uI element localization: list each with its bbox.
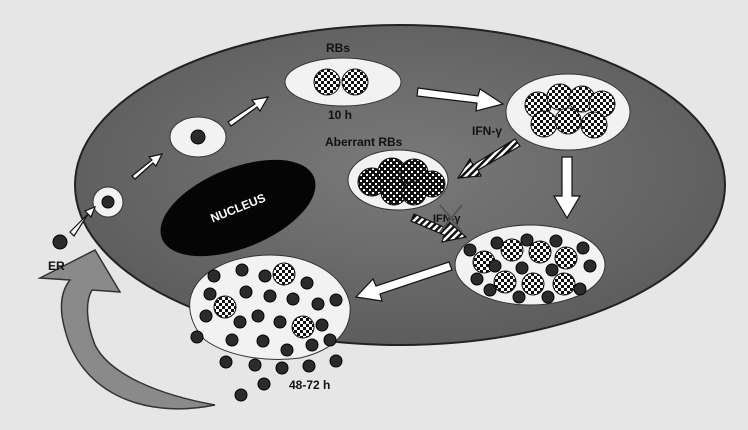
arrow-replication-to-late [552,156,582,220]
reb-8 [286,292,300,306]
aberrant-rbs-label: Aberrant RBs [325,135,403,149]
leb-9 [583,259,597,273]
leb-7 [515,261,529,275]
arrow-er-to-vacuole [69,205,97,237]
release-ebs [190,263,343,402]
late-inclusion-rbs [472,238,578,296]
reb-20 [305,338,319,352]
curved-return-arrow [37,249,216,410]
lrb-7 [552,272,576,296]
leb-4 [549,234,563,248]
reb-16 [190,330,204,344]
reb-13 [251,309,265,323]
early-eb [190,129,206,145]
reb-6 [239,285,253,299]
er-label: ER [48,259,65,273]
reb-10 [329,293,343,307]
reb-15 [315,318,329,332]
rrl-1 [213,295,237,319]
rrb-6 [554,107,582,135]
leb-10 [470,272,484,286]
time-48-72h-label: 48-72 h [289,378,330,392]
arrow-vacuole-to-early [131,153,164,180]
arrow-early-to-rbs [227,96,270,127]
reb-out-3 [275,361,289,375]
rrb-5 [530,110,558,138]
release-rbs [213,262,315,339]
rrl-3 [291,315,315,339]
entry-eb-1 [101,195,115,209]
time-10h-label: 10 h [328,108,352,122]
aberrant-rbs [357,157,446,206]
lrb-5 [493,270,517,294]
lrb-4 [554,246,578,270]
leb-12 [512,290,526,304]
reb-19 [280,343,294,357]
reb-out-2 [248,358,262,372]
er-elementary-body [52,234,68,250]
reb-5 [203,287,217,301]
reb-out-7 [257,377,271,391]
reb-3 [258,269,272,283]
arb-6 [401,180,427,206]
reb-9 [311,297,325,311]
ifn-gamma-arrow [456,138,521,179]
leb-13 [541,290,555,304]
late-inclusion-ebs [463,233,597,304]
reb-21 [323,333,337,347]
entry-arrows [69,96,270,237]
leb-6 [488,259,502,273]
leb-11 [483,283,497,297]
leb-1 [463,243,477,257]
reb-1 [207,269,221,283]
lrb-2 [500,238,524,262]
reb-7 [263,289,277,303]
ifn-gamma-label: IFN-γ [472,124,502,138]
nucleus [160,159,316,257]
lrb-6 [521,272,545,296]
reb-out-6 [234,388,248,402]
ifn-gamma-blocked-arrow [410,213,468,243]
reb-14 [273,315,287,329]
leb-5 [576,241,590,255]
rrb-7 [580,111,608,139]
rbs-label: RBs [326,41,350,55]
arrow-rbs-to-replication [416,87,505,112]
reb-11 [199,309,213,323]
reb-12 [233,315,247,329]
reb-18 [256,334,270,348]
reb-17 [225,333,239,347]
lrb-3 [528,240,552,264]
reb-2 [235,263,249,277]
arrow-late-to-release [354,261,453,302]
leb-8 [545,263,559,277]
block-cross-2 [439,204,463,233]
reb-out-4 [302,359,316,373]
reb-out-5 [329,354,343,368]
leb-3 [520,233,534,247]
leb-14 [573,282,587,296]
leb-2 [490,236,504,250]
rrl-2 [272,262,296,286]
reb-4 [300,276,314,290]
replicating-rbs [524,83,616,139]
rb-2 [341,68,369,96]
rb-1 [313,68,341,96]
reb-out-1 [219,355,233,369]
